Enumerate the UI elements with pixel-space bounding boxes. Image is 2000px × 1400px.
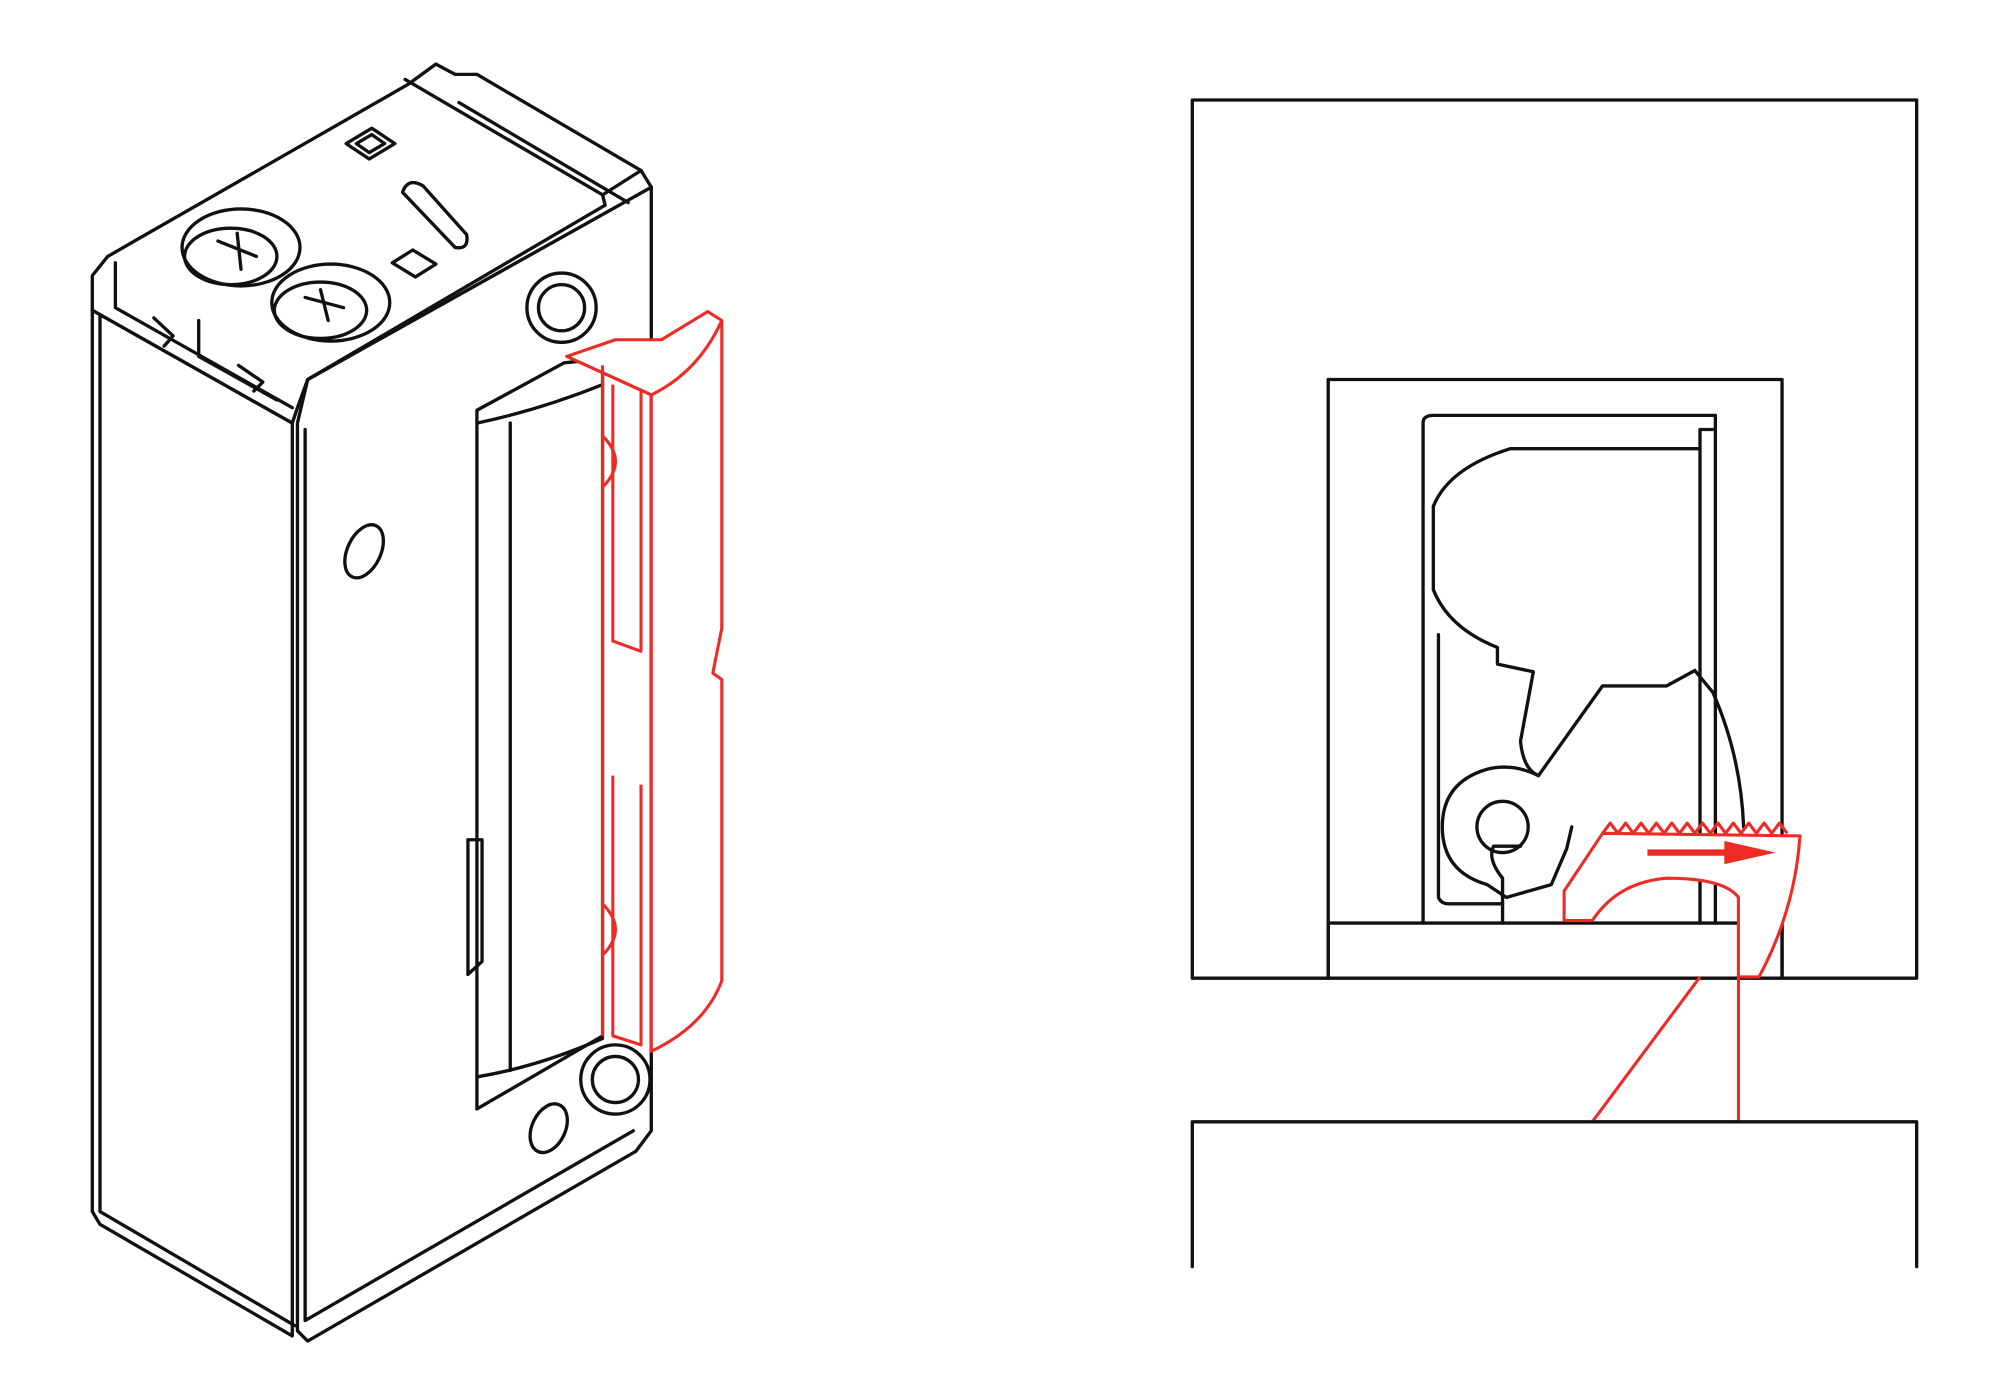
frame-sill [1326, 921, 1784, 980]
latch-highlight [565, 310, 724, 1053]
strike-top-face [90, 62, 653, 425]
wall-frame [1190, 98, 1919, 980]
electric-strike-isometric [90, 62, 724, 1343]
pivot-pin [1475, 799, 1530, 855]
door-leaf [1190, 1120, 1919, 1269]
terminal-screw [180, 207, 302, 288]
mounting-hole [343, 523, 386, 580]
motion-arrow-icon [1647, 841, 1776, 865]
latch-highlight [1562, 821, 1802, 1124]
mounting-hole [528, 1102, 569, 1155]
strike-left-face [90, 308, 294, 1338]
strike-cross-section [1190, 98, 1919, 1269]
